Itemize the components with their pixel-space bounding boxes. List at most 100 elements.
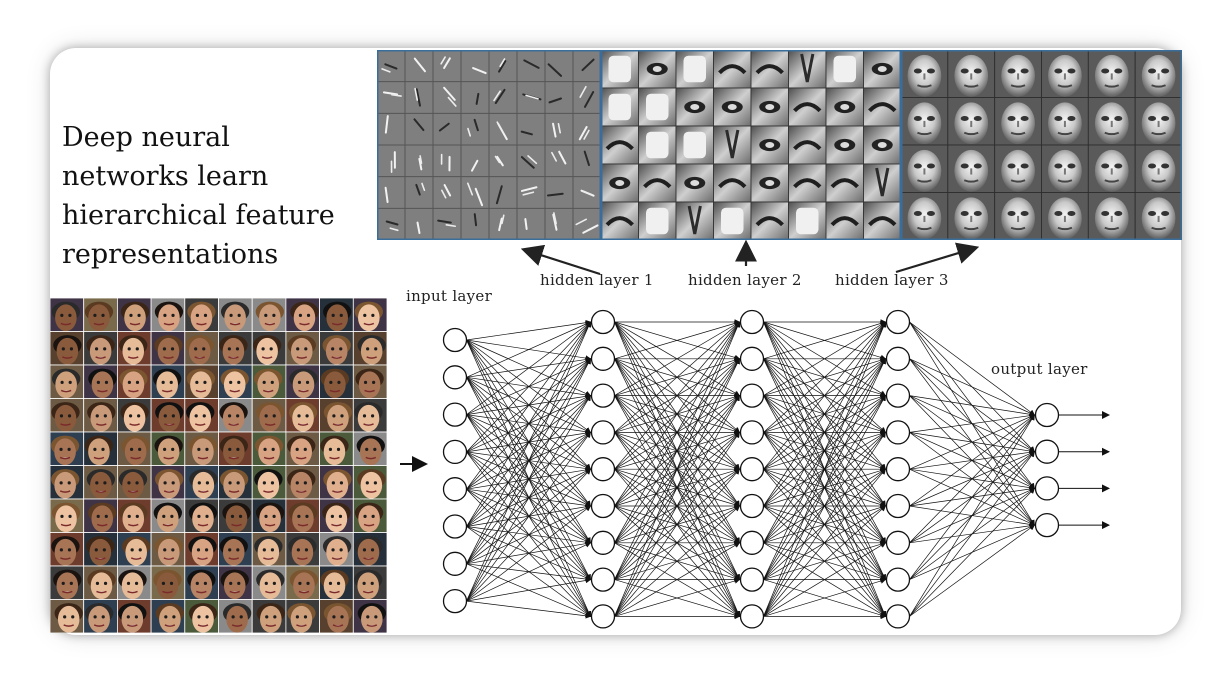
hidden-3-node [885,567,911,592]
connection-edge [909,414,1035,544]
hidden-1-node [590,604,616,629]
output-node [1034,439,1060,464]
hidden-2-node [739,604,765,629]
connection-edge [763,321,887,617]
connection-edge [614,358,740,617]
connection-edge [466,319,592,341]
connection-edge [614,321,740,507]
output-node [1034,402,1060,428]
connection-edge [466,505,592,602]
feature-visualizations [377,50,1182,240]
connection-edge [763,321,887,396]
part-filter-cell [788,87,827,127]
output-node [1034,476,1060,501]
hidden-1-node [590,309,616,335]
connection-edge [466,321,591,490]
hidden-2-node [739,493,765,519]
part-filter-cell [863,163,902,203]
part-filter-cell [825,201,864,240]
part-filter-cell [788,163,827,203]
hidden-2-node [739,457,765,482]
hidden-layer-1-label: hidden layer 1 [540,271,654,289]
connection-edge [909,395,1036,418]
connection-edge [466,321,591,564]
connection-edge [909,414,1036,470]
connection-edge [614,321,741,617]
input-node [442,588,468,614]
network-diagram [400,240,1110,629]
connection-edge [909,414,1035,617]
output-node [1034,512,1060,538]
connection-edge [763,321,886,470]
headline: Deep neural networks learn hierarchical … [62,118,382,274]
connection-edge [614,321,740,470]
connection-edge [466,600,592,619]
connection-edge [614,321,741,396]
hidden-3-node [885,346,911,371]
hidden-2-node [739,309,765,335]
connection-edge [763,321,886,543]
connection-edge [909,414,1036,507]
connection-edge [763,358,886,617]
part-filter-cell [600,201,639,240]
connection-edge [466,321,591,527]
hidden-2-node [739,567,765,592]
connection-edge [466,321,592,602]
hidden-3-node [885,457,911,482]
connection-edge [466,395,591,602]
part-filter-cell [788,50,827,89]
connection-edge [763,542,887,617]
hidden-2-node [739,383,765,408]
part-filter-cell [713,50,752,89]
connection-edge [466,321,591,453]
connection-edge [614,320,741,360]
connection-edge [909,358,1036,416]
connection-edge [466,542,592,602]
input-node [442,439,468,465]
part-filter-cell [713,163,752,203]
connection-edge [763,505,887,617]
connection-edge [763,578,887,617]
connection-edge [614,578,741,617]
connection-edge [909,451,1035,617]
connection-edge [614,542,741,617]
input-layer-label: input layer [406,287,493,305]
part-filter-cell [788,125,827,165]
headline-line-1: Deep neural [62,122,230,153]
hidden-3-node [885,383,911,408]
hidden-3-node [885,420,911,445]
connection-edge [909,321,1036,416]
connection-edge [614,431,740,617]
hidden-1-node [590,383,616,408]
connection-edge [614,321,741,433]
input-node [442,477,468,502]
connection-edge [614,468,740,617]
connection-edge [909,412,1036,433]
hidden-1-node [590,420,616,445]
part-filter-cell [863,87,902,127]
connection-edge [466,577,592,602]
pointer-arrow-3 [895,242,980,274]
part-filter-cell [638,163,677,203]
hidden-2-node [739,530,765,555]
connection-edge [763,320,887,360]
output-layer-label: output layer [991,360,1088,378]
connection-edge [909,487,1035,617]
connection-edge [466,321,592,415]
hidden-layer-3-label: hidden layer 3 [835,271,949,289]
headline-line-3: hierarchical feature [62,200,335,231]
face-filters-panel [900,50,1182,240]
part-filter-cell [863,201,902,240]
edge-filters-panel [377,50,602,240]
connection-edge [909,524,1036,617]
hidden-2-node [739,420,765,445]
part-filter-cell [713,125,752,165]
input-node [442,327,468,353]
hidden-3-node [885,604,911,629]
hidden-1-node [590,493,616,519]
connection-edge [763,321,887,433]
headline-line-2: networks learn [62,161,269,192]
hidden-layer-2-label: hidden layer 2 [688,271,802,289]
headline-line-4: representations [62,239,279,270]
hidden-3-node [885,309,911,335]
